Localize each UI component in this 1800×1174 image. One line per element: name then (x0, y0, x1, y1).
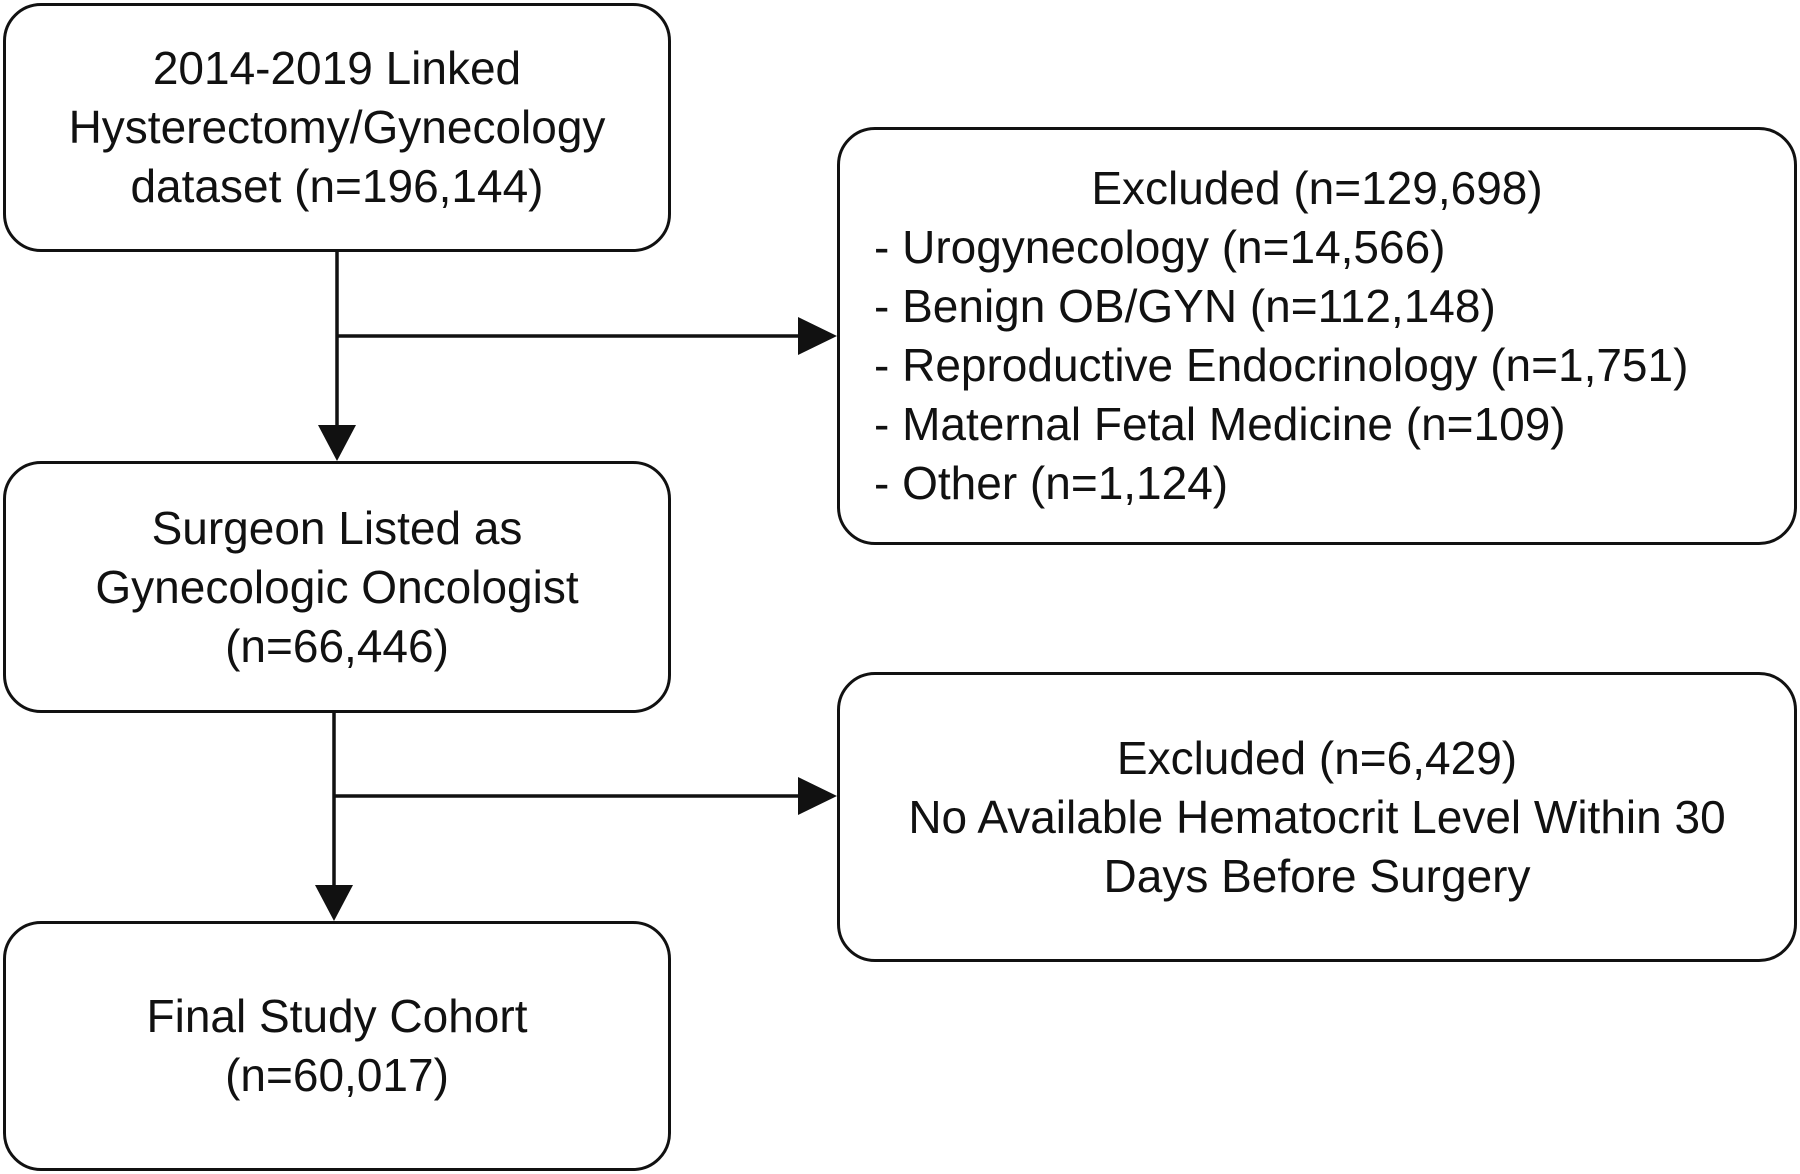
dataset-box: 2014-2019 Linked Hysterectomy/Gynecology… (3, 3, 671, 252)
excluded-hematocrit-line: Days Before Surgery (1103, 849, 1531, 902)
dataset-line: Hysterectomy/Gynecology (68, 101, 606, 153)
excluded-item: - Other (n=1,124) (874, 457, 1229, 509)
gyn-onc-line: Gynecologic Oncologist (95, 560, 579, 613)
final-cohort-line: (n=60,017) (225, 1049, 449, 1101)
excluded-item: - Urogynecology (n=14,566) (874, 221, 1446, 273)
excluded-item: - Reproductive Endocrinology (n=1,751) (874, 339, 1689, 391)
gyn-onc-line: Surgeon Listed as (151, 501, 523, 554)
final-cohort-line: Final Study Cohort (146, 990, 528, 1042)
gyn-onc-box: Surgeon Listed as Gynecologic Oncologist… (3, 461, 671, 713)
arrowhead-down-icon (318, 425, 356, 461)
gyn-onc-line: (n=66,446) (225, 619, 449, 672)
excluded-item: - Maternal Fetal Medicine (n=109) (874, 398, 1566, 450)
dataset-line: dataset (n=196,144) (130, 160, 544, 212)
excluded-specialty-title: Excluded (n=129,698) (1091, 162, 1543, 214)
final-cohort-box: Final Study Cohort (n=60,017) (3, 921, 671, 1171)
arrowhead-down-icon (315, 885, 353, 921)
dataset-line: 2014-2019 Linked (152, 42, 522, 94)
excluded-specialty-box: Excluded (n=129,698) - Urogynecology (n=… (837, 127, 1797, 545)
excluded-hematocrit-box: Excluded (n=6,429) No Available Hematocr… (837, 672, 1797, 962)
excluded-hematocrit-line: No Available Hematocrit Level Within 30 (908, 790, 1726, 843)
arrowhead-right-icon (798, 777, 837, 815)
arrowhead-right-icon (798, 317, 837, 355)
excluded-item: - Benign OB/GYN (n=112,148) (874, 280, 1496, 332)
excluded-hematocrit-line: Excluded (n=6,429) (1116, 731, 1518, 784)
